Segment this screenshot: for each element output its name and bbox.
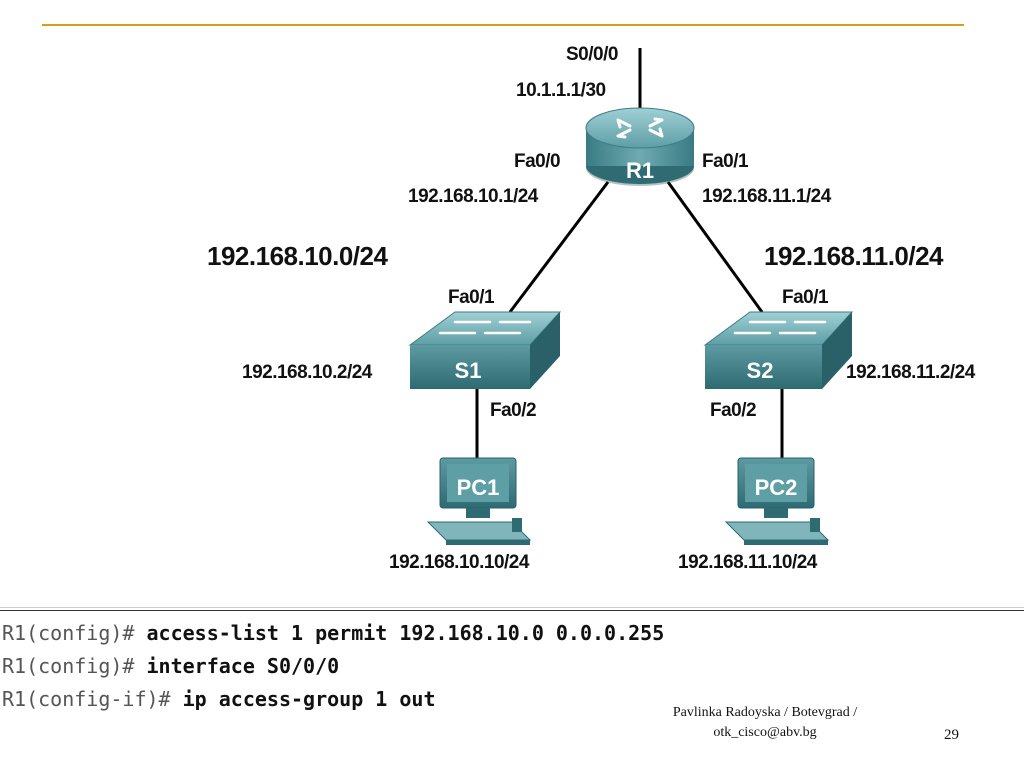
command-line: R1(config)# interface S0/0/0 — [2, 654, 339, 678]
router-serial-ip: 10.1.1.1/30 — [516, 80, 606, 101]
pc1-name: PC1 — [457, 475, 500, 500]
switch-s1-name: S1 — [455, 358, 482, 383]
router-serial-interface: S0/0/0 — [566, 44, 618, 65]
command-prompt: R1(config)# — [2, 621, 135, 645]
footer-author: Pavlinka Radoyska / Botevgrad / — [672, 705, 858, 720]
router-left-interface: Fa0/0 — [514, 151, 561, 172]
r1-s1-link — [508, 181, 610, 313]
router-right-interface: Fa0/1 — [702, 151, 749, 172]
page-number: 29 — [944, 727, 959, 743]
r1-s2-link — [666, 181, 764, 313]
command-prompt: R1(config-if)# — [2, 687, 171, 711]
command-text: interface S0/0/0 — [146, 654, 340, 678]
pc1-icon: PC1 — [426, 457, 532, 545]
left-network-label: 192.168.10.0/24 — [207, 241, 388, 271]
s2-ip: 192.168.11.2/24 — [846, 362, 975, 383]
footer-email: otk_cisco@abv.bg — [713, 725, 817, 740]
s2-uplink-interface: Fa0/1 — [782, 287, 829, 308]
s1-uplink-interface: Fa0/1 — [448, 287, 495, 308]
command-line: R1(config-if)# ip access-group 1 out — [2, 687, 436, 711]
s1-downlink-interface: Fa0/2 — [490, 400, 537, 421]
command-text: ip access-group 1 out — [182, 687, 436, 711]
pc1-ip: 192.168.10.10/24 — [389, 552, 529, 573]
router-name: R1 — [626, 158, 654, 183]
command-area-divider-light — [0, 607, 1024, 608]
command-text: access-list 1 permit 192.168.10.0 0.0.0.… — [146, 621, 665, 645]
router-right-ip: 192.168.11.1/24 — [702, 186, 831, 207]
command-line: R1(config)# access-list 1 permit 192.168… — [2, 621, 664, 645]
slide-footer: Pavlinka Radoyska / Botevgrad / otk_cisc… — [640, 703, 890, 743]
pc2-icon: PC2 — [724, 457, 830, 545]
switch-s2-name: S2 — [747, 358, 774, 383]
router-r1-icon: R1 — [585, 107, 695, 186]
s1-ip: 192.168.10.2/24 — [242, 362, 372, 383]
pc2-name: PC2 — [755, 475, 798, 500]
command-prompt: R1(config)# — [2, 654, 135, 678]
command-area-divider — [0, 610, 1024, 611]
switch-s1-icon: S1 — [408, 311, 562, 389]
network-topology-diagram: R1 S1 S2 PC1 — [408, 48, 854, 545]
router-left-ip: 192.168.10.1/24 — [408, 186, 538, 207]
s2-downlink-interface: Fa0/2 — [710, 400, 757, 421]
title-underline — [42, 24, 964, 26]
pc2-ip: 192.168.11.10/24 — [678, 552, 817, 573]
right-network-label: 192.168.11.0/24 — [764, 241, 944, 271]
switch-s2-icon: S2 — [703, 311, 854, 389]
